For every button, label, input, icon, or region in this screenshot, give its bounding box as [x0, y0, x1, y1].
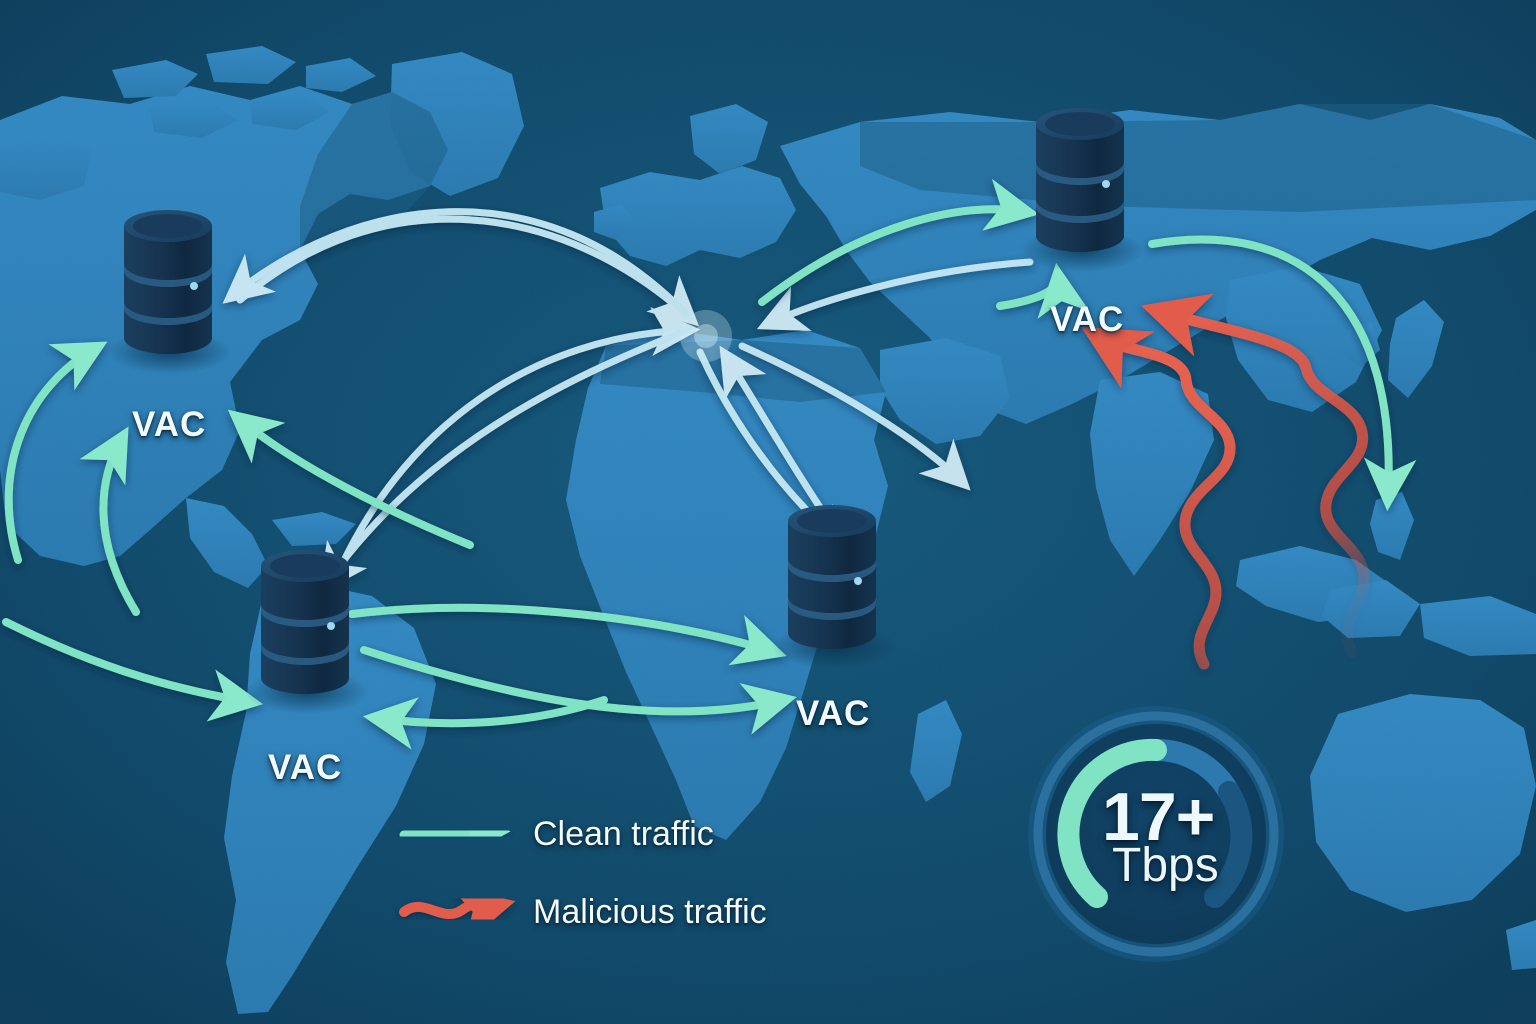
clean-arrow-sa-to-na-outer: [4, 341, 108, 564]
legend-malicious-traffic-icon: [399, 886, 516, 945]
clean-arrow-africa-to-na: [227, 409, 474, 549]
clean-arrow-inbound-ap: [996, 262, 1090, 319]
gauge-unit-text: Tbps: [1112, 839, 1219, 892]
legend-malicious-traffic-label: Malicious traffic: [533, 893, 767, 931]
backbone-arrow-hub-to-sa: [318, 326, 692, 595]
backbone-arrow-sa-to-hub: [326, 307, 701, 596]
clean-arrow-hub-to-sa: [362, 696, 608, 750]
clean-arrow-hub-to-ap: [758, 178, 1039, 306]
clean-arrow-sa-to-africa-up: [348, 603, 787, 666]
gauge-rim: [1033, 711, 1279, 957]
gauge-track-lower: [1204, 781, 1253, 908]
clean-arrow-na-to-sa-long: [2, 618, 264, 722]
malicious-arrow-stream-right: [1140, 293, 1370, 658]
backbone-arrow-hub-to-na: [222, 208, 694, 322]
clean-arrow-na-to-africa: [360, 646, 797, 735]
malicious-arrow-stream-left: [1080, 326, 1236, 670]
clean-arrow-sa-to-na-inner: [79, 426, 140, 616]
legend-clean-traffic-icon: [399, 805, 511, 862]
gauge-value-text: 17+: [1102, 779, 1215, 855]
backbone-arrow-hub-to-ap: [738, 342, 971, 491]
traffic-convergence-hub: [680, 310, 732, 362]
clean-traffic-arrows: [2, 178, 1417, 750]
backbone-arrows: [222, 208, 1034, 596]
clean-arrow-ap-loop-right: [1148, 235, 1417, 512]
traffic-convergence-hub-core: [694, 324, 718, 348]
backbone-arrow-ap-to-hub: [756, 258, 1034, 331]
legend-clean-traffic-label: Clean traffic: [533, 815, 714, 853]
gauge-fill-arc: [1057, 738, 1167, 908]
backbone-arrow-na-to-hub: [236, 215, 700, 327]
